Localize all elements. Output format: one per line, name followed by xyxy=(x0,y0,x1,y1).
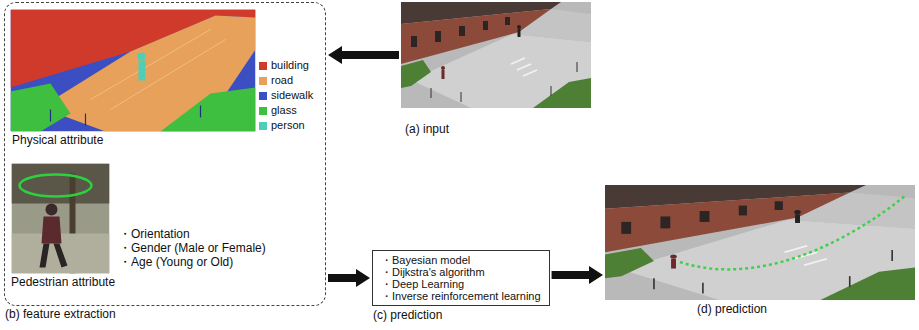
panel-caption: (a) input xyxy=(405,122,449,136)
flow-arrow xyxy=(328,46,399,64)
legend-label: person xyxy=(271,118,305,133)
physical-attribute-panel: Physical attribute xyxy=(10,9,255,131)
input-image: (a) input xyxy=(401,2,591,108)
input-photo xyxy=(401,2,591,108)
segmentation-map xyxy=(11,10,256,132)
prediction-method-box: ・Bayesian model・Dijkstra's algorithm・Dee… xyxy=(372,250,550,306)
feature-extraction-panel: Physical attributePedestrian attribute・O… xyxy=(4,2,326,306)
flow-arrow xyxy=(552,266,603,284)
panel-caption: Pedestrian attribute xyxy=(11,275,115,289)
predicted-path xyxy=(680,196,905,269)
text-line: ・Deep Learning xyxy=(381,278,541,290)
output-image: (d) prediction xyxy=(605,185,915,300)
legend-label: building xyxy=(271,58,309,73)
text-line: ・Dijkstra's algorithm xyxy=(381,266,541,278)
prediction-photo xyxy=(605,185,915,300)
text-line: ・Bayesian model xyxy=(381,254,541,266)
legend-swatch xyxy=(259,62,267,70)
text-line: ・Age (Young or Old) xyxy=(119,255,233,269)
text-line: ・Inverse reinforcement learning xyxy=(381,290,541,302)
legend-swatch xyxy=(259,77,267,85)
text-line: ・Gender (Male or Female) xyxy=(119,241,266,255)
legend-label: sidewalk xyxy=(271,88,313,103)
text-line: ・Orientation xyxy=(119,227,190,241)
legend-swatch xyxy=(259,122,267,130)
legend-swatch xyxy=(259,107,267,115)
legend-swatch xyxy=(259,92,267,100)
legend-label: glass xyxy=(271,103,297,118)
legend-label: road xyxy=(271,73,293,88)
pedestrian-attribute-panel: Pedestrian attribute・Orientation・Gender … xyxy=(11,163,109,273)
panel-caption: Physical attribute xyxy=(12,133,103,147)
flow-arrow xyxy=(328,269,370,287)
text-line: (c) prediction xyxy=(373,308,442,322)
panel-caption: (b) feature extraction xyxy=(5,307,116,321)
panel-caption: (d) prediction xyxy=(697,302,767,316)
pedestrian-crop xyxy=(12,164,110,274)
